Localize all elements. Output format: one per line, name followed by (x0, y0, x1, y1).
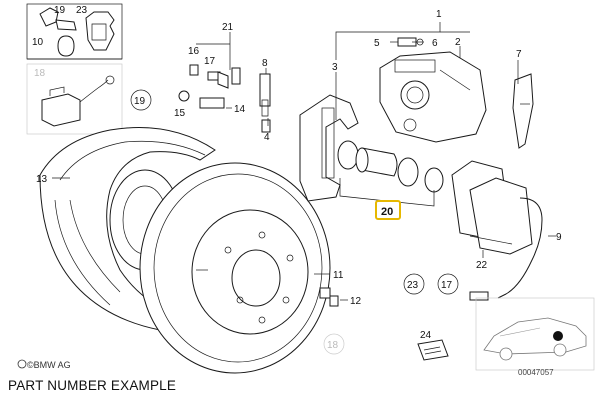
callout-17: 17 (204, 56, 216, 67)
circled-18: 18 (327, 340, 339, 351)
callout-8: 8 (262, 58, 268, 69)
copyright-text: ©BMW AG (27, 360, 71, 370)
label-sticker (417, 339, 449, 361)
inset-label-18: 18 (34, 68, 46, 79)
callout-21: 21 (222, 22, 234, 33)
circled-references: 19 23 17 18 (130, 89, 459, 355)
highlighted-part-label: 20 (381, 206, 393, 218)
brake-disc (139, 162, 331, 374)
inset-clips (26, 3, 123, 60)
leader-lines (52, 22, 556, 301)
callout-24: 24 (420, 330, 432, 341)
car-location-inset (475, 297, 595, 371)
bleeder-clip (397, 37, 424, 47)
callout-4: 4 (264, 132, 270, 143)
callout-2: 2 (455, 37, 461, 48)
piston-seal-kit (337, 140, 444, 207)
brake-pads (451, 160, 533, 255)
callout-labels: 1 2 3 4 5 6 7 8 9 10 11 12 13 14 15 16 1… (32, 5, 562, 341)
caption: PART NUMBER EXAMPLE (8, 378, 177, 393)
callout-3: 3 (332, 62, 338, 73)
callout-13: 13 (36, 174, 48, 185)
anti-rattle-spring (512, 73, 534, 149)
small-hardware (178, 64, 339, 307)
callout-12: 12 (350, 296, 362, 307)
callout-15: 15 (174, 108, 186, 119)
caliper-body (379, 51, 487, 143)
callout-9: 9 (556, 232, 562, 243)
callout-6: 6 (432, 38, 438, 49)
callout-10: 10 (32, 37, 44, 48)
highlighted-part-20[interactable]: 20 (375, 200, 401, 220)
callout-16: 16 (188, 46, 200, 57)
callout-19-inset: 19 (54, 5, 66, 16)
callout-14: 14 (234, 104, 246, 115)
callout-22: 22 (476, 260, 488, 271)
circled-23: 23 (407, 280, 419, 291)
diagram-reference-number: 00047057 (518, 368, 554, 377)
callout-23-inset: 23 (76, 5, 88, 16)
wear-sensor (469, 197, 543, 301)
callout-7: 7 (516, 49, 522, 60)
callout-1: 1 (436, 9, 442, 20)
callout-5: 5 (374, 38, 380, 49)
copyright-mark-icon (17, 359, 27, 369)
circled-19: 19 (134, 96, 146, 107)
caliper-carrier (299, 94, 359, 202)
inset-sensor-clip (26, 63, 123, 135)
callout-11: 11 (333, 270, 344, 281)
circled-17: 17 (441, 280, 453, 291)
